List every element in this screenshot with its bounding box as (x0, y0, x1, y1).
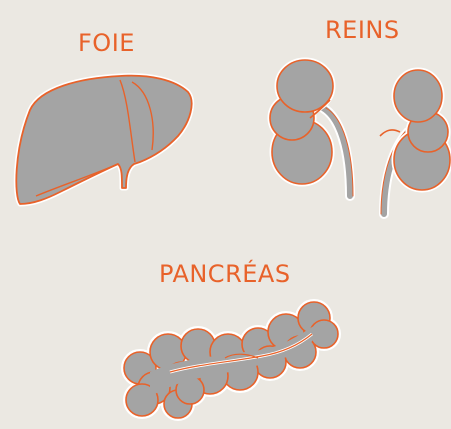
pancreas-icon (124, 302, 338, 418)
